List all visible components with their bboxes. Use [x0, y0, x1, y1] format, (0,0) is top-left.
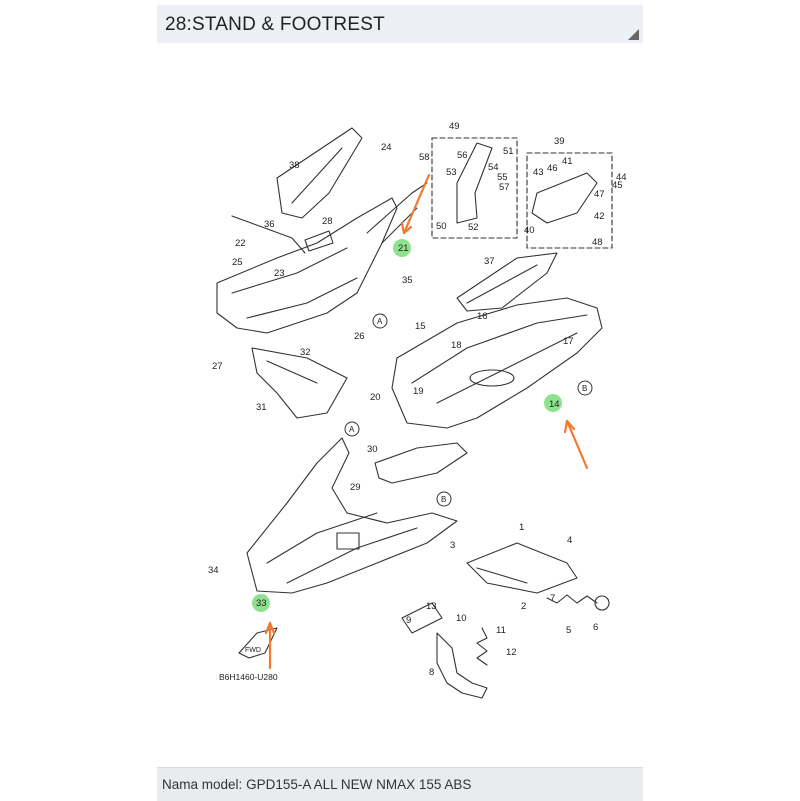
- part-label-40: 40: [524, 225, 535, 236]
- part-label-14: 14: [549, 399, 560, 410]
- part-label-41: 41: [562, 156, 573, 167]
- model-value: GPD155-A ALL NEW NMAX 155 ABS: [246, 777, 472, 792]
- part-label-44: 44: [616, 172, 627, 183]
- inner-panel-left: [216, 197, 398, 334]
- part-label-43: 43: [533, 167, 544, 178]
- part-label-18: 18: [451, 340, 462, 351]
- part-label-29: 29: [350, 482, 361, 493]
- ref-letter-b: B: [441, 495, 446, 504]
- part-label-28: 28: [322, 216, 333, 227]
- highlight-markers: [252, 239, 562, 612]
- header-bar: 28:STAND & FOOTREST: [157, 5, 643, 44]
- part-label-27: 27: [212, 361, 223, 372]
- part-29-plate: [374, 442, 468, 484]
- part-label-55: 55: [497, 172, 508, 183]
- part-label-17: 17: [563, 336, 574, 347]
- part-label-1: 1: [519, 522, 524, 533]
- part-label-7: 7: [550, 593, 555, 604]
- part-label-9: 9: [406, 615, 411, 626]
- diagram-code: B6H1460-U280: [219, 672, 278, 682]
- part-label-20: 20: [370, 392, 381, 403]
- part-label-15: 15: [415, 321, 426, 332]
- part-label-47: 47: [594, 189, 605, 200]
- part-label-52: 52: [468, 222, 479, 233]
- page-title: 28:STAND & FOOTREST: [165, 14, 385, 35]
- part-31-bracket: [251, 347, 348, 419]
- part-label-2: 2: [521, 601, 526, 612]
- part-label-10: 10: [456, 613, 467, 624]
- part-label-53: 53: [446, 167, 457, 178]
- part-label-30: 30: [367, 444, 378, 455]
- footer-bar: Nama model: GPD155-A ALL NEW NMAX 155 AB…: [157, 767, 643, 801]
- part-38-shape: [276, 127, 363, 219]
- part-label-8: 8: [429, 667, 434, 678]
- box-49: [431, 137, 518, 239]
- part-label-35: 35: [402, 275, 413, 286]
- highlight-33: [252, 594, 270, 612]
- part-label-12: 12: [506, 647, 517, 658]
- part-label-23: 23: [274, 268, 285, 279]
- part-label-51: 51: [503, 146, 514, 157]
- part-label-39: 39: [554, 136, 565, 147]
- part-label-5: 5: [566, 625, 571, 636]
- part-label-11: 11: [496, 625, 506, 636]
- highlight-21: [393, 239, 411, 257]
- model-separator: :: [238, 777, 243, 792]
- corner-triangle-icon: [628, 29, 639, 40]
- part-label-22: 22: [235, 238, 246, 249]
- part-label-3: 3: [450, 540, 455, 551]
- part-33-undercover: [246, 437, 458, 594]
- part-label-31: 31: [256, 402, 267, 413]
- part-label-54: 54: [488, 162, 499, 173]
- part-label-34: 34: [208, 565, 219, 576]
- part-label-36: 36: [264, 219, 275, 230]
- part-14-floor: [391, 297, 603, 429]
- part-label-42: 42: [594, 211, 605, 222]
- ref-letter-a: A: [377, 317, 383, 326]
- part-label-33: 33: [256, 598, 267, 609]
- part-label-19: 19: [413, 386, 424, 397]
- part-label-58: 58: [419, 152, 430, 163]
- part-37-mat: [456, 252, 558, 312]
- ref-letter-a: A: [349, 425, 355, 434]
- model-name-text: Nama model: GPD155-A ALL NEW NMAX 155 AB…: [162, 777, 471, 792]
- part-label-4: 4: [567, 535, 572, 546]
- part-8-sidestand: [436, 632, 488, 699]
- part-label-16: 16: [477, 311, 488, 322]
- model-label: Nama model: [162, 777, 239, 792]
- part-label-32: 32: [300, 347, 311, 358]
- part-label-50: 50: [436, 221, 447, 232]
- part-label-37: 37: [484, 256, 495, 267]
- fwd-label: FWD: [245, 647, 261, 654]
- part-label-25: 25: [232, 257, 243, 268]
- part-label-45: 45: [612, 180, 623, 191]
- part-label-6: 6: [593, 622, 598, 633]
- part-label-24: 24: [381, 142, 392, 153]
- part-label-46: 46: [547, 163, 558, 174]
- part-label-57: 57: [499, 182, 510, 193]
- part-label-38: 38: [289, 160, 300, 171]
- part-1-stand: [466, 542, 578, 594]
- box-39: [526, 152, 613, 249]
- part-label-13: 13: [426, 601, 437, 612]
- annotation-arrows: [264, 173, 589, 670]
- part-label-21: 21: [398, 243, 409, 254]
- highlight-14: [544, 394, 562, 412]
- part-label-26: 26: [354, 331, 365, 342]
- part-label-48: 48: [592, 237, 603, 248]
- part-label-56: 56: [457, 150, 468, 161]
- part-label-49: 49: [449, 121, 460, 132]
- ref-letter-b: B: [582, 384, 587, 393]
